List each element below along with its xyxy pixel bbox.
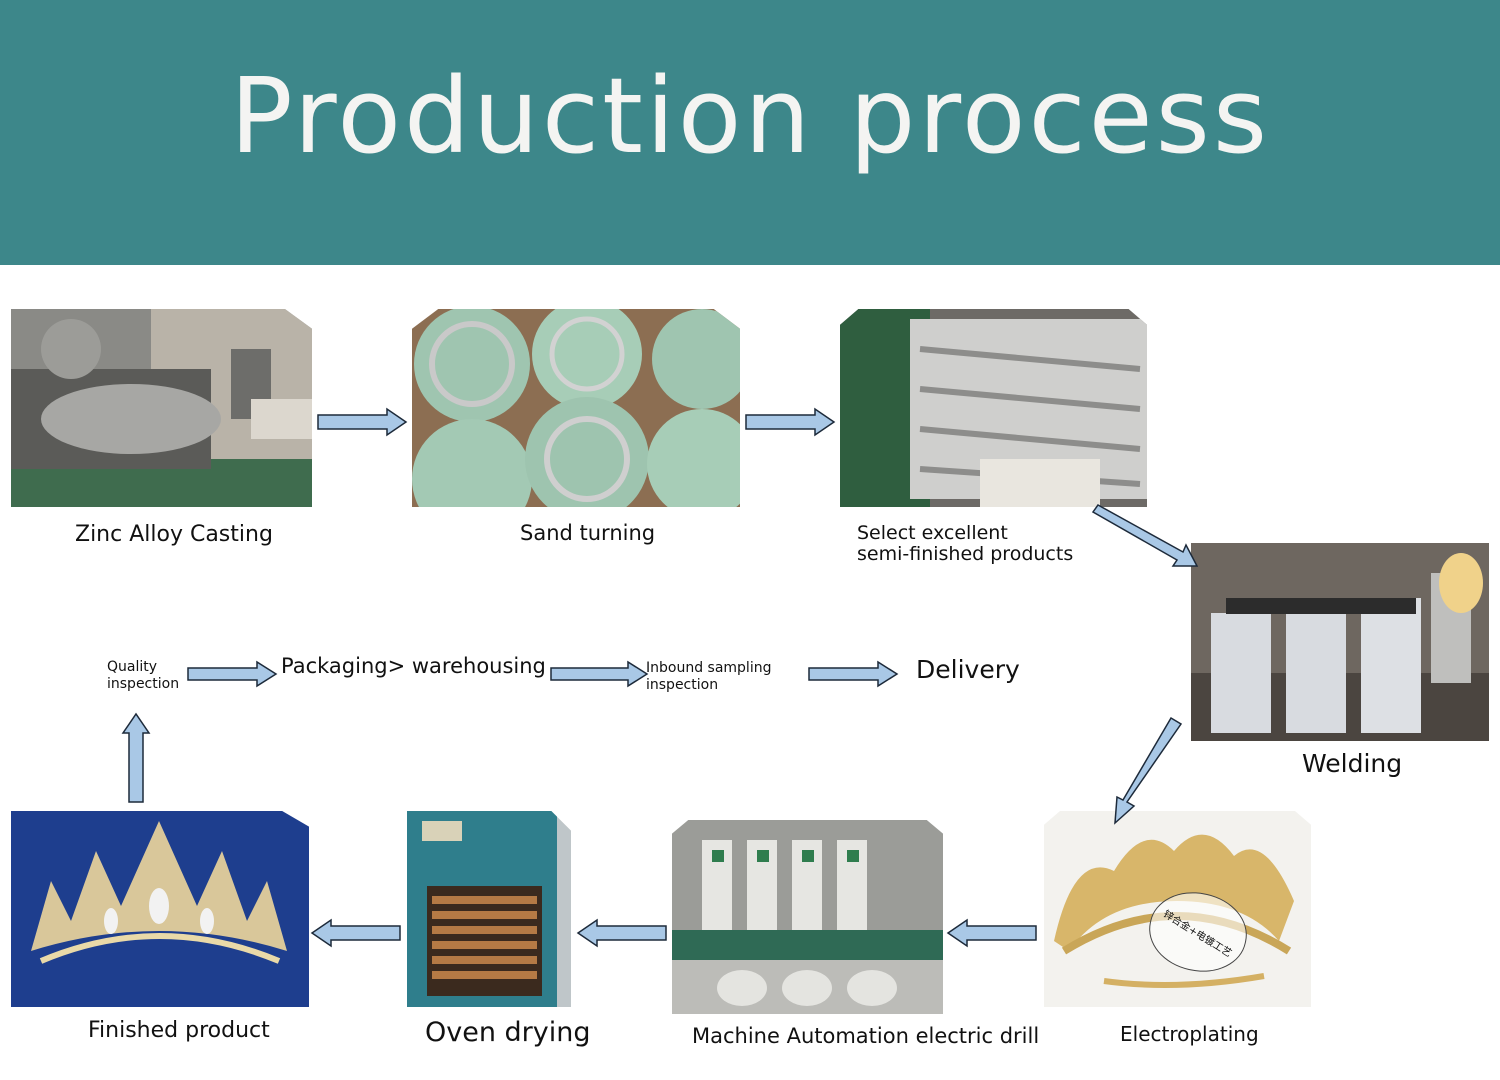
quality-label-line1: Quality — [107, 659, 158, 675]
casting-label: Zinc Alloy Casting — [75, 522, 273, 547]
sampling-label-line1: Inbound sampling — [646, 660, 772, 676]
welding-label: Welding — [1302, 749, 1403, 778]
select-label: Select excellent semi-finished products — [857, 523, 1073, 565]
sand-turning-label: Sand turning — [520, 521, 656, 545]
arrow-quality-to-packaging — [187, 660, 278, 688]
quality-label-line2: inspection — [107, 676, 180, 692]
packaging-label: Packaging> warehousing — [281, 654, 546, 678]
drill-machine-photo — [672, 820, 943, 1014]
sampling-inspection-label: Inbound sampling inspection — [646, 660, 771, 694]
select-label-line2: semi-finished products — [857, 543, 1074, 565]
page-title: Production process — [229, 55, 1271, 177]
arrow-oven-to-finished — [310, 918, 401, 948]
finished-product-photo — [11, 811, 309, 1007]
sand-turning-photo — [412, 309, 740, 507]
casting-photo — [11, 309, 312, 507]
arrow-electroplating-to-drill — [946, 918, 1037, 948]
sampling-label-line2: inspection — [646, 677, 719, 693]
semi-finished-photo — [840, 309, 1147, 507]
arrow-casting-to-sand — [317, 407, 408, 437]
select-label-line1: Select excellent — [857, 522, 1008, 544]
welding-photo — [1191, 543, 1489, 741]
arrow-drill-to-oven — [576, 918, 667, 948]
arrow-sampling-to-delivery — [808, 660, 899, 688]
oven-label: Oven drying — [425, 1017, 591, 1048]
electroplating-label: Electroplating — [1120, 1022, 1259, 1046]
arrow-packaging-to-sampling — [550, 660, 649, 688]
drill-label: Machine Automation electric drill — [692, 1024, 1040, 1048]
quality-inspection-label: Quality inspection — [107, 659, 179, 693]
finished-label: Finished product — [88, 1018, 270, 1043]
arrow-welding-to-electroplating — [1114, 716, 1183, 825]
oven-photo — [407, 811, 571, 1007]
electroplating-photo: 锌合金+电镀工艺 — [1044, 811, 1311, 1007]
arrow-finished-to-quality — [121, 712, 151, 803]
arrow-select-to-welding — [1091, 504, 1199, 567]
electroplating-card-text: 锌合金+电镀工艺 — [1160, 908, 1234, 960]
header-banner: Production process — [0, 0, 1500, 265]
arrow-sand-to-select — [745, 407, 836, 437]
delivery-label: Delivery — [916, 655, 1020, 684]
